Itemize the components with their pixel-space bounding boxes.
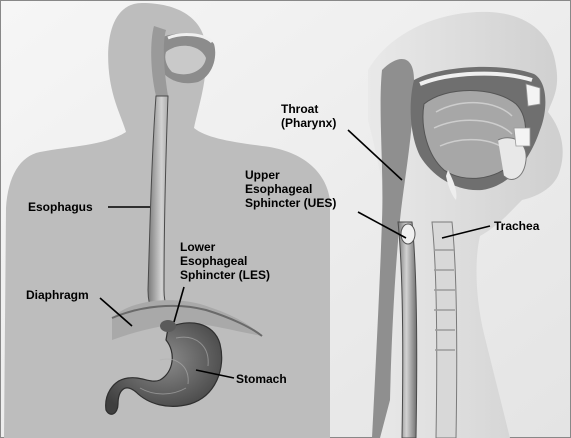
ues-ring — [401, 224, 415, 244]
label-lower-esophageal-sphincter: Lower Esophageal Sphincter (LES) — [180, 240, 270, 282]
label-trachea: Trachea — [494, 219, 539, 233]
label-upper-esophageal-sphincter: Upper Esophageal Sphincter (UES) — [245, 168, 336, 210]
label-stomach: Stomach — [236, 372, 287, 386]
label-esophagus: Esophagus — [28, 200, 93, 214]
label-diaphragm: Diaphragm — [26, 288, 89, 302]
label-throat-pharynx: Throat (Pharynx) — [281, 102, 336, 130]
